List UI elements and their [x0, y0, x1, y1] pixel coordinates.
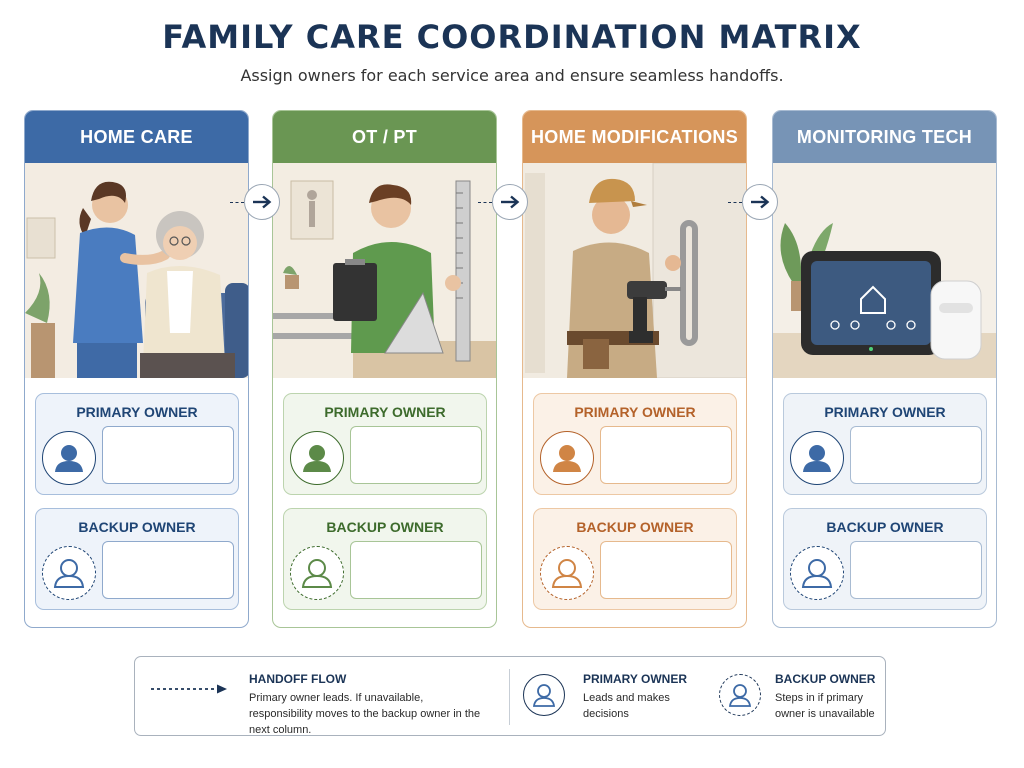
primary-owner-box: PRIMARY OWNER	[283, 393, 487, 495]
home-care-illustration	[25, 163, 248, 378]
backup-owner-box: BACKUP OWNER	[533, 508, 737, 610]
column-header: HOME CARE	[25, 111, 248, 163]
primary-owner-input[interactable]	[350, 426, 482, 484]
backup-owner-label: BACKUP OWNER	[826, 519, 944, 535]
arrow-right-icon	[244, 184, 280, 220]
column-monitoring-tech: MONITORING TECH PRIMARY OWNER BACKUP	[772, 110, 997, 628]
legend-backup-title: BACKUP OWNER	[775, 672, 876, 686]
backup-owner-box: BACKUP OWNER	[783, 508, 987, 610]
arrow-right-icon	[742, 184, 778, 220]
column-home-modifications: HOME MODIFICATIONS PRIMARY OWNER BACK	[522, 110, 747, 628]
column-home-care: HOME CARE PRIMARY OWNER	[24, 110, 249, 628]
person-filled-icon	[42, 431, 96, 485]
person-outline-icon	[290, 546, 344, 600]
person-outline-icon	[523, 674, 565, 716]
column-header: OT / PT	[273, 111, 496, 163]
legend-handoff-title: HANDOFF FLOW	[249, 672, 347, 686]
person-outline-dashed-icon	[719, 674, 761, 716]
handoff-dashed-line	[230, 202, 244, 203]
primary-owner-box: PRIMARY OWNER	[533, 393, 737, 495]
legend-divider	[509, 669, 510, 725]
handoff-arrow-icon	[151, 681, 229, 694]
column-title: OT / PT	[351, 126, 418, 147]
backup-owner-label: BACKUP OWNER	[576, 519, 694, 535]
legend-primary-text: Leads and makes decisions	[583, 692, 670, 720]
primary-owner-label: PRIMARY OWNER	[324, 404, 446, 420]
primary-owner-input[interactable]	[850, 426, 982, 484]
primary-owner-input[interactable]	[102, 426, 234, 484]
primary-owner-label: PRIMARY OWNER	[824, 404, 946, 420]
primary-owner-input[interactable]	[600, 426, 732, 484]
person-filled-icon	[290, 431, 344, 485]
backup-owner-box: BACKUP OWNER	[283, 508, 487, 610]
home-modifications-illustration	[523, 163, 746, 378]
page-subtitle: Assign owners for each service area and …	[240, 66, 784, 85]
backup-owner-box: BACKUP OWNER	[35, 508, 239, 610]
backup-owner-label: BACKUP OWNER	[326, 519, 444, 535]
person-filled-icon	[790, 431, 844, 485]
page-title: FAMILY CARE COORDINATION MATRIX	[162, 18, 862, 56]
column-header: MONITORING TECH	[773, 111, 996, 163]
primary-owner-label: PRIMARY OWNER	[76, 404, 198, 420]
handoff-dashed-line	[728, 202, 742, 203]
legend: HANDOFF FLOW Primary owner leads. If una…	[134, 656, 886, 736]
person-outline-icon	[790, 546, 844, 600]
arrow-right-icon	[492, 184, 528, 220]
monitoring-tech-illustration	[773, 163, 996, 378]
handoff-dashed-line	[478, 202, 492, 203]
person-outline-icon	[42, 546, 96, 600]
backup-owner-label: BACKUP OWNER	[78, 519, 196, 535]
primary-owner-label: PRIMARY OWNER	[574, 404, 696, 420]
person-filled-icon	[540, 431, 594, 485]
backup-owner-input[interactable]	[850, 541, 982, 599]
person-outline-icon	[540, 546, 594, 600]
column-title: HOME MODIFICATIONS	[530, 126, 739, 147]
legend-handoff-text: Primary owner leads. If unavailable, res…	[249, 692, 481, 736]
column-title: HOME CARE	[80, 126, 193, 147]
primary-owner-box: PRIMARY OWNER	[783, 393, 987, 495]
column-ot-pt: OT / PT PRIMARY OWNER	[272, 110, 497, 628]
column-header: HOME MODIFICATIONS	[523, 111, 746, 163]
backup-owner-input[interactable]	[600, 541, 732, 599]
backup-owner-input[interactable]	[350, 541, 482, 599]
legend-backup-text: Steps in if primary owner is unavailable	[775, 692, 875, 720]
backup-owner-input[interactable]	[102, 541, 234, 599]
primary-owner-box: PRIMARY OWNER	[35, 393, 239, 495]
column-title: MONITORING TECH	[796, 126, 973, 147]
ot-pt-illustration	[273, 163, 496, 378]
legend-primary-title: PRIMARY OWNER	[583, 672, 688, 686]
